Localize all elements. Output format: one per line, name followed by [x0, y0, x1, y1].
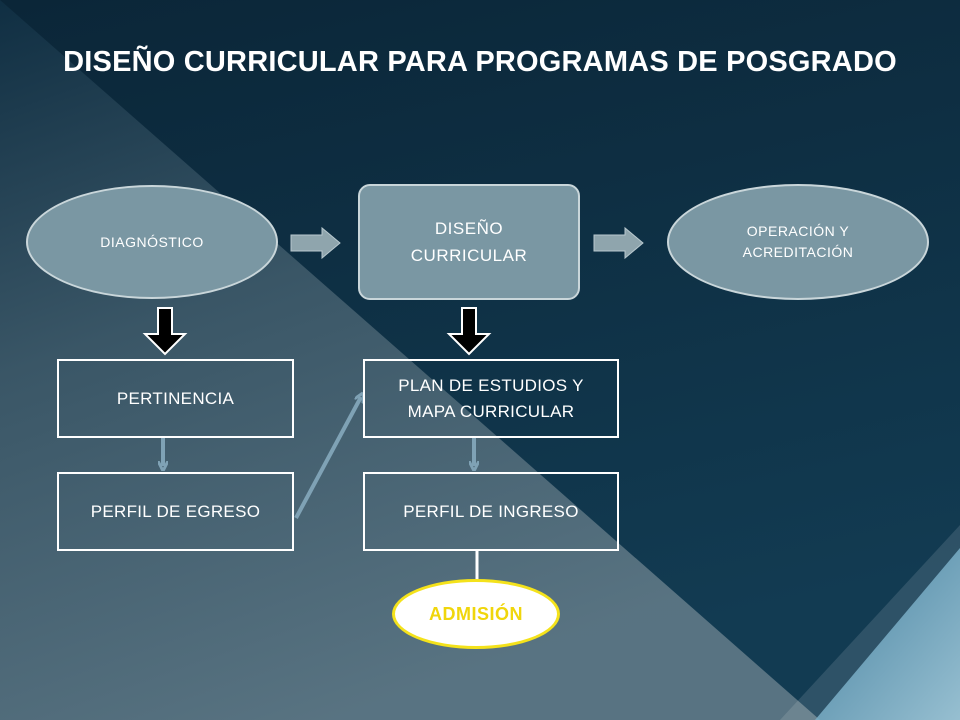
node-pertinencia-label: PERTINENCIA — [116, 388, 235, 408]
node-perfil-egreso-label: PERFIL DE EGRESO — [90, 501, 261, 521]
connector-arrow — [294, 397, 361, 519]
node-admision: ADMISIÓN — [392, 579, 560, 649]
page-title: DISEÑO CURRICULAR PARA PROGRAMAS DE POSG… — [63, 46, 897, 78]
arrow-down-icon — [142, 307, 188, 356]
arrow-right-icon — [593, 226, 644, 260]
arrow-down-icon — [446, 307, 492, 356]
node-perfil-ingreso-label: PERFIL DE INGRESO — [403, 501, 579, 521]
node-pertinencia: PERTINENCIA — [57, 359, 294, 438]
node-diagnostico: DIAGNÓSTICO — [26, 185, 278, 299]
node-perfil-egreso: PERFIL DE EGRESO — [57, 472, 294, 551]
node-perfil-ingreso: PERFIL DE INGRESO — [363, 472, 619, 551]
node-operacion-acreditacion-label: OPERACIÓN Y ACREDITACIÓN — [742, 223, 854, 260]
node-diagnostico-label: DIAGNÓSTICO — [100, 233, 204, 250]
node-admision-label: ADMISIÓN — [429, 603, 523, 624]
node-plan-estudios-label: PLAN DE ESTUDIOS Y MAPA CURRICULAR — [398, 375, 584, 421]
node-diseno-curricular-label: DISEÑO CURRICULAR — [410, 219, 528, 265]
node-plan-estudios: PLAN DE ESTUDIOS Y MAPA CURRICULAR — [363, 359, 619, 438]
node-operacion-acreditacion: OPERACIÓN Y ACREDITACIÓN — [667, 184, 929, 300]
node-diseno-curricular: DISEÑO CURRICULAR — [358, 184, 580, 300]
arrow-right-icon — [290, 226, 341, 260]
